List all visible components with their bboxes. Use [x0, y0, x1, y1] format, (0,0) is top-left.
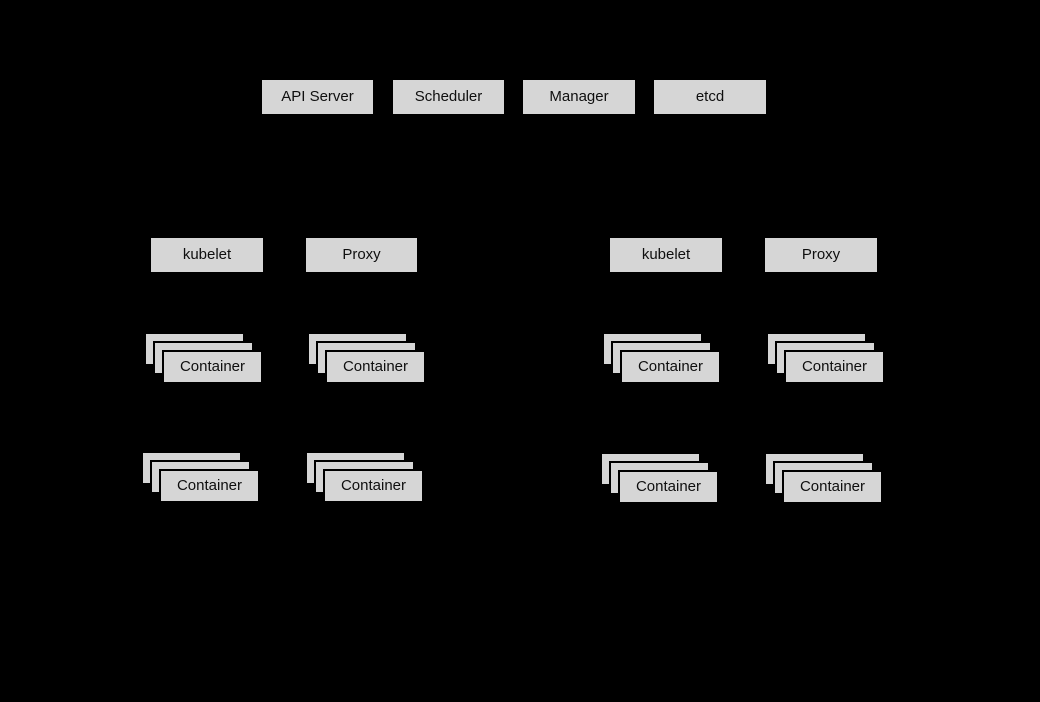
container-box: Container [159, 469, 260, 503]
container-stack: Container [305, 451, 424, 503]
scheduler-box: Scheduler [393, 80, 504, 114]
container-box: Container [323, 469, 424, 503]
container-stack: Container [764, 452, 883, 504]
container-box: Container [620, 350, 721, 384]
container-box: Container [325, 350, 426, 384]
container-stack: Container [141, 451, 260, 503]
container-box: Container [782, 470, 883, 504]
container-stack: Container [766, 332, 885, 384]
container-box: Container [618, 470, 719, 504]
controller-manager-box: Manager [523, 80, 635, 114]
node1-kubelet-box: kubelet [151, 238, 263, 272]
container-stack: Container [144, 332, 263, 384]
container-stack: Container [602, 332, 721, 384]
node1-proxy-box: Proxy [306, 238, 417, 272]
api-server-box: API Server [262, 80, 373, 114]
container-stack: Container [600, 452, 719, 504]
container-box: Container [784, 350, 885, 384]
container-box: Container [162, 350, 263, 384]
etcd-box: etcd [654, 80, 766, 114]
node2-proxy-box: Proxy [765, 238, 877, 272]
container-stack: Container [307, 332, 426, 384]
node2-kubelet-box: kubelet [610, 238, 722, 272]
